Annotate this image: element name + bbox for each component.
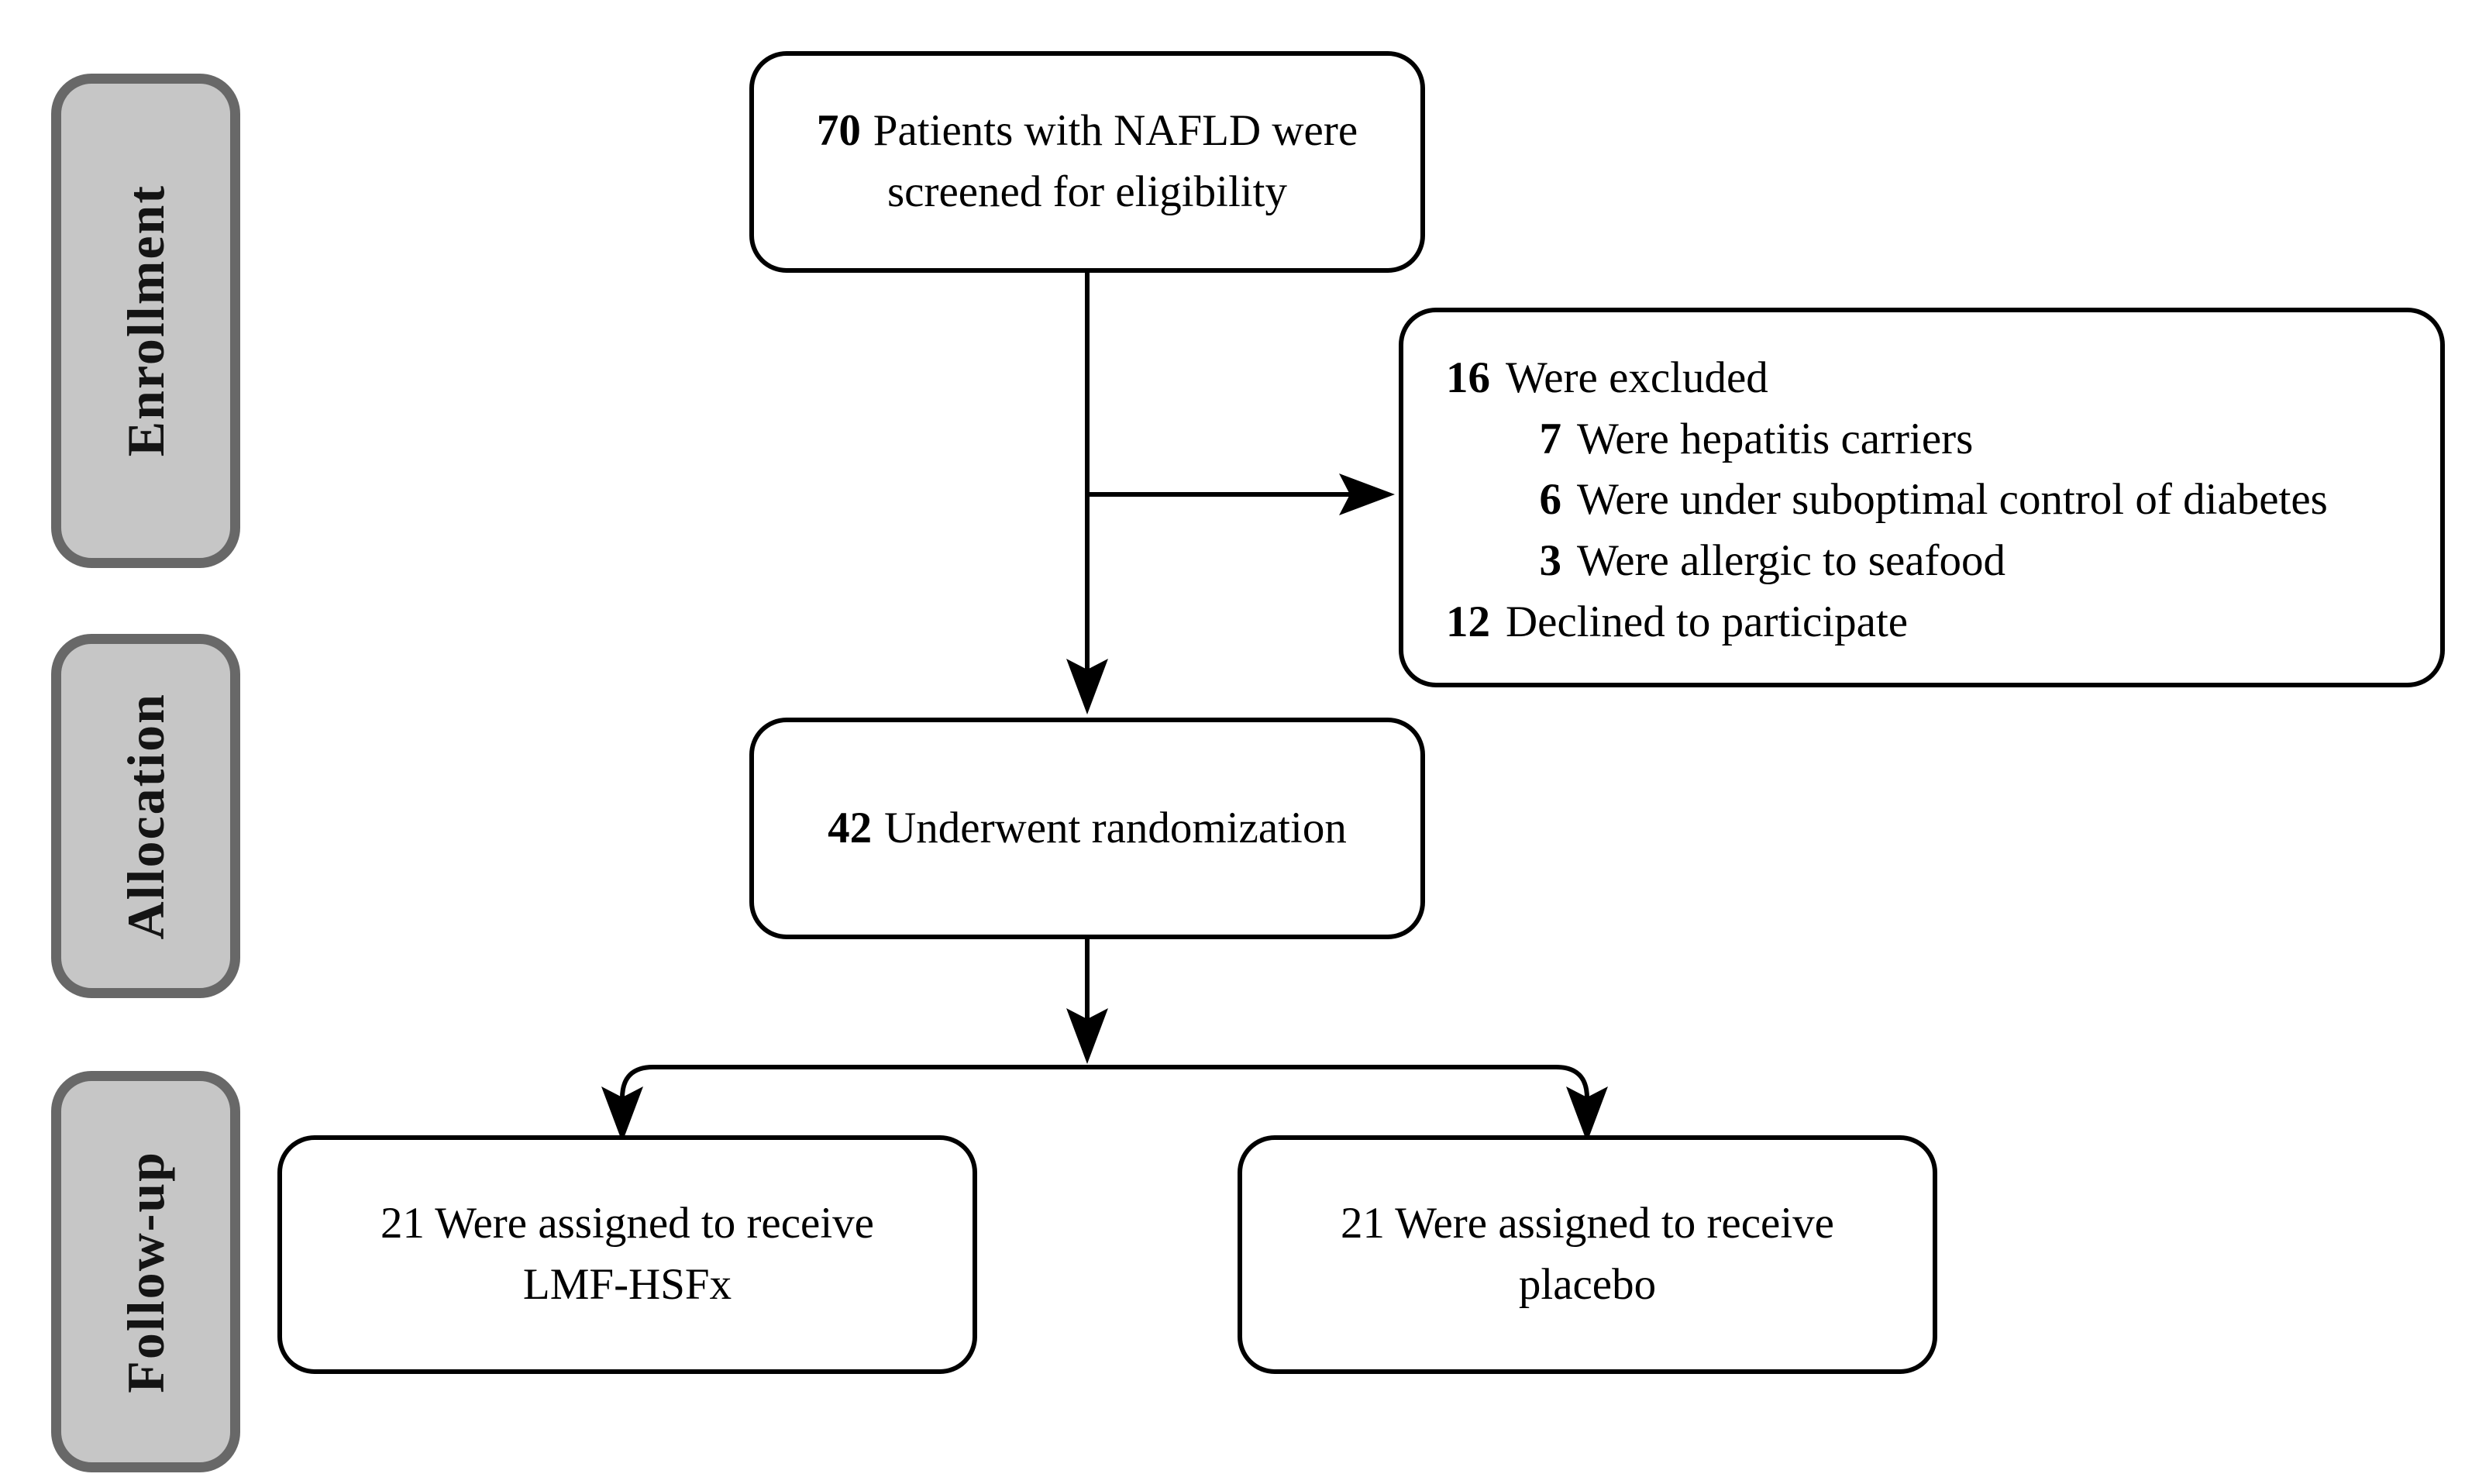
stage-enrollment: Enrollment: [51, 74, 240, 568]
excluded-row: 3 Were allergic to seafood: [1430, 531, 2417, 592]
excluded-count: 7: [1539, 414, 1562, 463]
excluded-row: 16 Were excluded: [1430, 348, 2417, 409]
arrow-to-excluded-head: [1339, 473, 1395, 515]
excluded-row: 7 Were hepatitis carriers: [1430, 409, 2417, 470]
excluded-row: 6 Were under suboptimal control of diabe…: [1430, 470, 2417, 531]
arm-right-line1: 21 Were assigned to receive: [1341, 1199, 1834, 1248]
screened-text1: Patients with NAFLD were: [873, 106, 1358, 156]
box-arm-placebo: 21 Were assigned to receive placebo: [1238, 1135, 1937, 1374]
randomized-text: Underwent randomization: [884, 803, 1347, 852]
box-arm-lmf-hsfx: 21 Were assigned to receive LMF-HSFx: [277, 1135, 977, 1374]
arrow-randomized-down-head: [1066, 1008, 1108, 1064]
branch-rail: [620, 1065, 1589, 1105]
stage-followup: Follow-up: [51, 1071, 240, 1472]
excluded-reason: Were excluded: [1506, 353, 1768, 402]
box-excluded: 16 Were excluded 7 Were hepatitis carrie…: [1399, 308, 2445, 687]
arrow-arm-right-head: [1566, 1086, 1608, 1142]
excluded-reason: Were under suboptimal control of diabete…: [1577, 475, 2328, 525]
screened-text2: screened for eligibility: [887, 167, 1287, 216]
excluded-reason: Were allergic to seafood: [1577, 535, 2006, 585]
excluded-count: 3: [1539, 535, 1562, 585]
excluded-reason: Declined to participate: [1506, 597, 1909, 646]
excluded-count: 16: [1446, 353, 1490, 402]
stage-enrollment-label: Enrollment: [115, 184, 175, 457]
screened-count: 70: [816, 106, 861, 156]
stage-followup-label: Follow-up: [115, 1150, 175, 1393]
excluded-row: 12 Declined to participate: [1430, 592, 2417, 653]
randomized-count: 42: [828, 803, 873, 852]
arrow-screened-down-head: [1066, 659, 1108, 714]
arm-left-line2: LMF-HSFx: [522, 1260, 732, 1309]
arrow-arm-left-head: [601, 1086, 643, 1142]
stage-allocation: Allocation: [51, 634, 240, 998]
excluded-count: 6: [1539, 475, 1562, 525]
arm-left-line1: 21 Were assigned to receive: [380, 1199, 874, 1248]
excluded-count: 12: [1446, 597, 1490, 646]
box-screened-line2: screened for eligibility: [887, 162, 1287, 223]
stage-allocation-label: Allocation: [115, 692, 175, 940]
arm-right-line2: placebo: [1518, 1260, 1657, 1309]
excluded-reason: Were hepatitis carriers: [1577, 414, 1974, 463]
